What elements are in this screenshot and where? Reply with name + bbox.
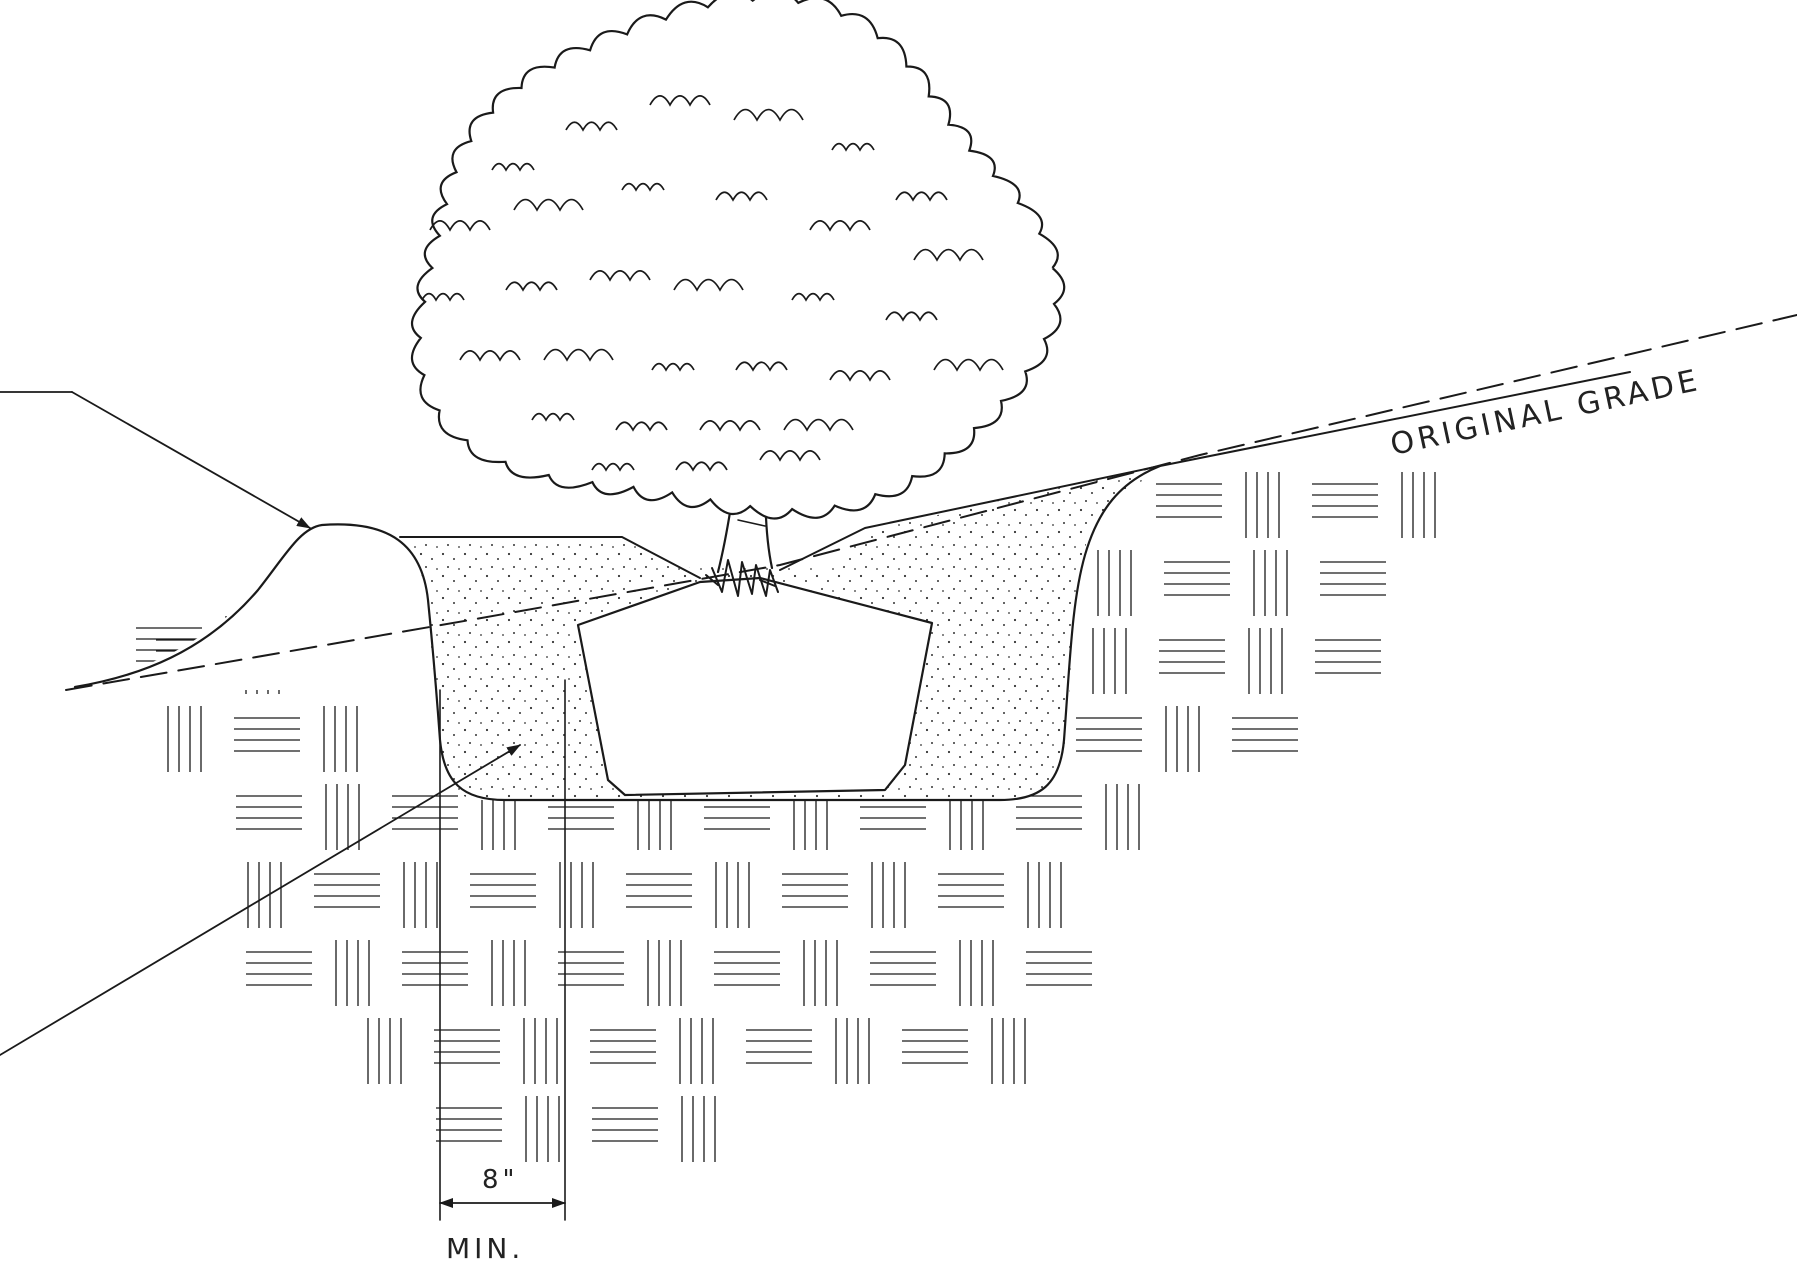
tree-canopy-icon <box>410 0 1066 520</box>
canopy-leaf-cluster <box>505 281 558 292</box>
canopy-leaf-cluster <box>791 292 835 302</box>
earth-berm-fill <box>60 524 432 690</box>
canopy-leaf-cluster <box>491 162 535 172</box>
finish-grade-line <box>399 536 701 579</box>
dimension-value-label: 8" <box>482 1165 519 1195</box>
canopy-leaf-cluster <box>673 278 744 292</box>
canopy-leaf-cluster <box>591 462 635 472</box>
canopy-leaf-cluster <box>513 198 584 212</box>
original-grade-line <box>65 314 1797 691</box>
canopy-outline <box>410 0 1066 520</box>
canopy-leaf-cluster <box>429 220 491 232</box>
canopy-leaf-cluster <box>759 450 821 462</box>
canopy-leaf-cluster <box>913 248 984 262</box>
dimension-note-label: MIN. <box>446 1232 524 1261</box>
canopy-leaf-cluster <box>615 421 668 432</box>
canopy-leaf-cluster <box>675 461 728 472</box>
canopy-leaf-cluster <box>651 362 695 372</box>
canopy-leaf-cluster <box>783 418 854 432</box>
canopy-leaf-cluster <box>895 191 948 202</box>
dimension-8in <box>439 679 566 1221</box>
canopy-leaf-cluster <box>831 142 875 152</box>
canopy-leaf-cluster <box>421 292 465 302</box>
canopy-leaf-cluster <box>699 420 761 432</box>
canopy-leaf-cluster <box>649 95 711 107</box>
canopy-leaf-cluster <box>589 270 651 282</box>
canopy-leaf-cluster <box>885 311 938 322</box>
canopy-leaf-cluster <box>621 182 665 192</box>
canopy-leaf-cluster <box>565 121 618 132</box>
canopy-leaf-cluster <box>543 348 614 362</box>
canopy-leaf-cluster <box>459 350 521 362</box>
root-ball <box>576 576 934 797</box>
backfill-leader-arrow <box>0 744 521 1056</box>
canopy-leaf-cluster <box>809 220 871 232</box>
canopy-leaf-cluster <box>735 361 788 372</box>
canopy-leaf-cluster <box>933 358 1004 372</box>
canopy-leaf-cluster <box>715 191 768 202</box>
root-flare <box>705 559 779 597</box>
canopy-leaf-cluster <box>829 370 891 382</box>
canopy-leaf-cluster <box>531 412 575 422</box>
berm-leader-arrow-diagonal <box>71 391 311 529</box>
finish-grade-line-right <box>779 371 1631 571</box>
original-grade-label: ORIGINAL GRADE <box>1387 363 1703 463</box>
canopy-leaf-cluster <box>733 108 804 122</box>
